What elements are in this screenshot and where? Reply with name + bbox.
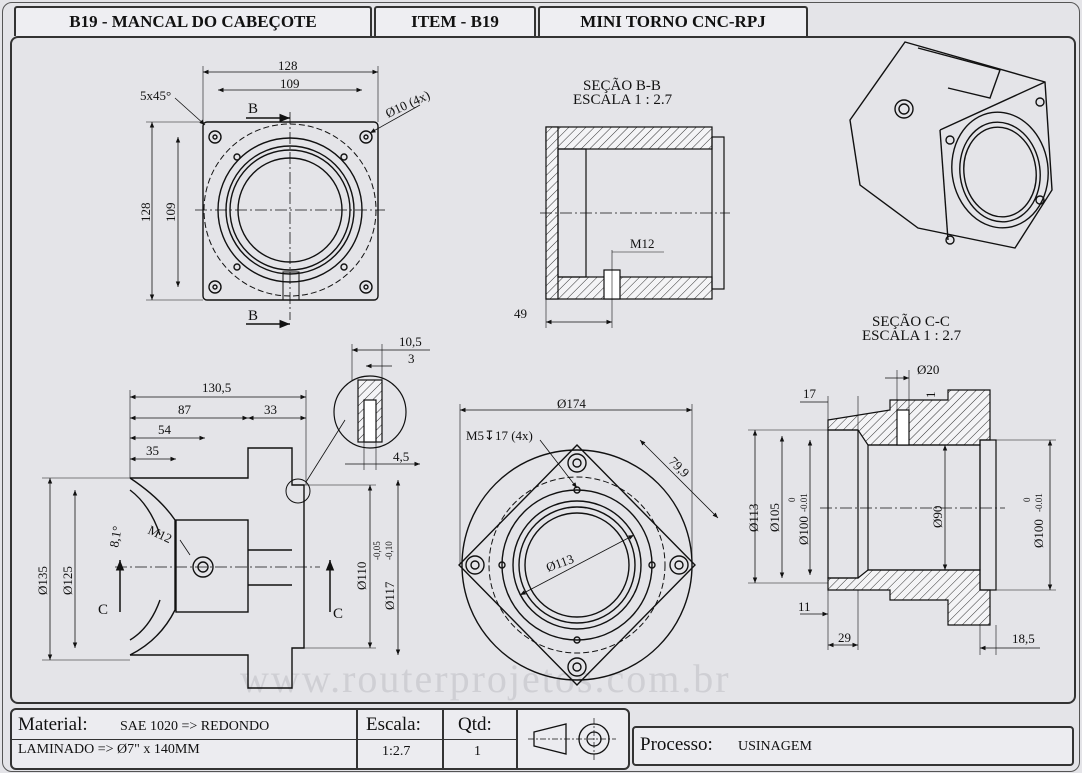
cc-dia-100-right: Ø100 (1031, 519, 1046, 548)
cc-tol-upper-left: 0 (787, 497, 797, 502)
process-label: Processo: (640, 734, 713, 755)
drawing-frame (10, 36, 1076, 704)
title-block-sep2 (516, 710, 518, 768)
angle-8-1: 8,1° (106, 525, 124, 549)
scale-value: 1:2.7 (382, 744, 411, 759)
top-view (146, 66, 421, 329)
item-label: ITEM - B19 (411, 12, 499, 31)
cc-dia-113: Ø113 (746, 504, 761, 532)
dia-135: Ø135 (35, 566, 50, 595)
dim-128-width: 128 (278, 58, 298, 73)
section-c-right: C (333, 606, 343, 622)
section-b-top: B (248, 101, 258, 117)
front-dia-113: Ø113 (544, 551, 576, 575)
dim-79-9: 79,9 (666, 454, 693, 481)
section-cc-scale: ESCALA 1 : 2.7 (862, 328, 962, 344)
section-b-bottom: B (248, 308, 258, 324)
holes-label: Ø10 (4x) (383, 87, 432, 121)
chamfer-label: 5x45° (140, 88, 171, 103)
dia-125: Ø125 (60, 566, 75, 595)
dim-87: 87 (178, 402, 192, 417)
dim-109-height: 109 (163, 203, 178, 223)
isometric-view (849, 41, 1053, 249)
tol-117-lower: -0,10 (384, 541, 394, 560)
cc-tol-lower-right: -0.01 (1034, 493, 1044, 512)
material-label: Material: (18, 714, 88, 735)
section-cc-title: SEÇÃO C-C (872, 314, 950, 330)
dim-33: 33 (264, 402, 277, 417)
dia-174: Ø174 (557, 396, 586, 411)
tapped-holes: M5↧17 (4x) (466, 428, 533, 443)
dia-110: Ø110 (354, 562, 369, 590)
cc-dim-17: 17 (803, 386, 817, 401)
dia-117: Ø117 (382, 581, 397, 610)
project-label: MINI TORNO CNC-RPJ (580, 12, 766, 31)
title-block-divider (12, 739, 516, 740)
qty-label: Qtd: (458, 714, 492, 735)
cc-dim-11: 11 (798, 599, 811, 614)
projection-symbol-icon (528, 718, 616, 760)
cc-tol-upper-right: 0 (1022, 497, 1032, 502)
section-bb-dim-49: 49 (514, 306, 527, 321)
detail-dim-10-5: 10,5 (399, 334, 422, 349)
detail-view (333, 344, 430, 470)
side-thread-m12: M12 (146, 522, 175, 546)
section-c-left: C (98, 602, 108, 618)
detail-dim-4-5: 4,5 (393, 449, 409, 464)
section-bb-title: SEÇÃO B-B (583, 78, 661, 94)
tol-117-upper: -0,05 (372, 541, 382, 560)
project-tab: MINI TORNO CNC-RPJ (538, 6, 808, 36)
dim-130-5: 130,5 (202, 380, 231, 395)
title-block-sep (442, 710, 444, 768)
scale-label: Escala: (366, 714, 421, 735)
side-view (42, 390, 401, 689)
qty-value: 1 (474, 744, 481, 759)
cc-dia-90: Ø90 (930, 506, 945, 528)
cc-dim-18-5: 18,5 (1012, 631, 1035, 646)
cc-dim-29: 29 (838, 630, 851, 645)
cc-dia-100-left: Ø100 (796, 516, 811, 545)
dim-35: 35 (146, 443, 159, 458)
cc-dim-1: 1 (923, 392, 938, 399)
front-view (458, 404, 719, 686)
material-value: SAE 1020 => REDONDO (120, 719, 270, 734)
detail-dim-3: 3 (408, 351, 415, 366)
section-bb-view (540, 126, 730, 328)
cc-dia-105: Ø105 (767, 503, 782, 532)
part-title: B19 - MANCAL DO CABEÇOTE (69, 12, 317, 31)
material-value-2: LAMINADO => Ø7" x 140MM (18, 742, 200, 757)
dim-128-height: 128 (138, 203, 153, 223)
section-bb-thread: M12 (630, 236, 655, 251)
process-box: Processo: USINAGEM (632, 726, 1074, 766)
title-block: Material: SAE 1020 => REDONDO LAMINADO =… (10, 708, 630, 770)
section-bb-scale: ESCALA 1 : 2.7 (573, 92, 673, 108)
cc-dia-20: Ø20 (917, 362, 939, 377)
cc-tol-lower-left: -0.01 (799, 493, 809, 512)
item-tab: ITEM - B19 (374, 6, 536, 36)
watermark-text: www.routerprojetos.com.br (240, 656, 731, 701)
process-value: USINAGEM (738, 739, 812, 754)
dim-54: 54 (158, 422, 172, 437)
dim-109-width: 109 (280, 76, 300, 91)
part-title-tab: B19 - MANCAL DO CABEÇOTE (14, 6, 372, 36)
section-cc-view (748, 370, 1056, 655)
